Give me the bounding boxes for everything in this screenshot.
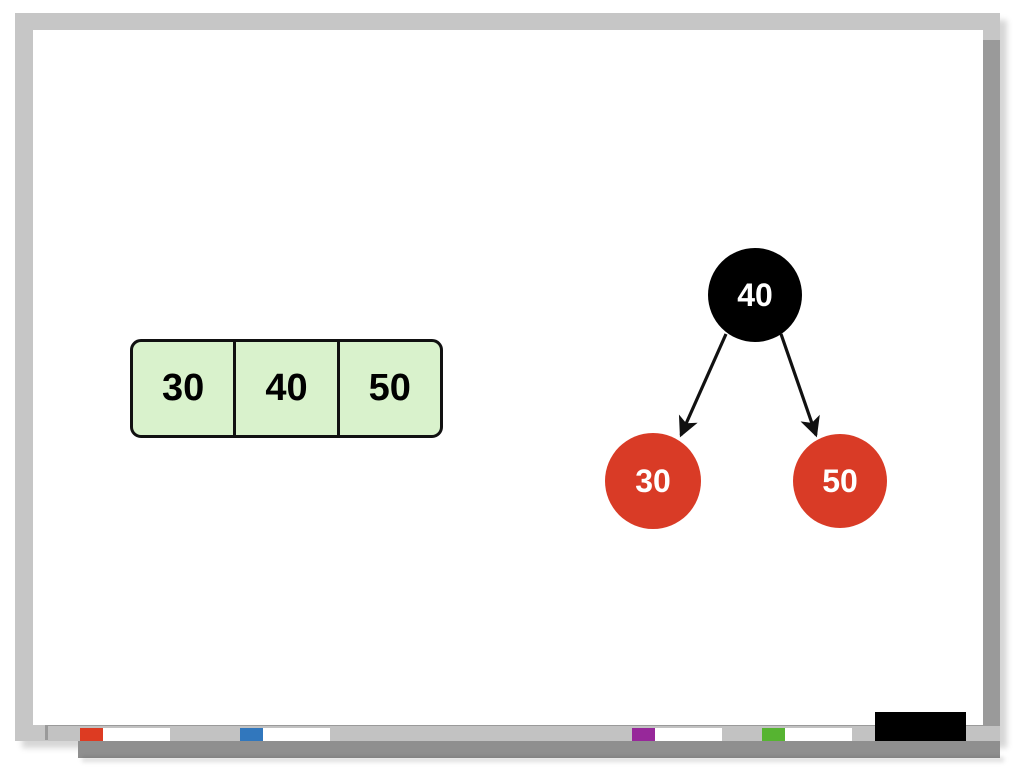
array-diagram[interactable]: 30 40 50 [130, 339, 443, 438]
marker-purple-cap [632, 728, 655, 743]
marker-tray-front [78, 741, 1000, 758]
tree-node-left-child[interactable]: 30 [605, 433, 701, 529]
array-cell-0[interactable]: 30 [133, 342, 237, 435]
tree-node-root[interactable]: 40 [708, 248, 802, 342]
tree-node-root-label: 40 [737, 276, 773, 313]
marker-blue-body [263, 728, 330, 743]
marker-tray-shadow [82, 757, 1004, 762]
marker-red-body [103, 728, 170, 743]
tree-edge-root-to-right [779, 333, 820, 438]
marker-green-body [785, 728, 852, 743]
tree-node-right-child-label: 50 [822, 462, 858, 499]
array-cell-1[interactable]: 40 [236, 342, 340, 435]
marker-tray-ledge [48, 726, 1000, 741]
marker-blue-cap [240, 728, 263, 743]
tree-edge-root-to-left [678, 333, 728, 438]
tree-node-left-child-label: 30 [635, 462, 671, 499]
tree-node-right-child[interactable]: 50 [793, 434, 887, 528]
marker-red-cap [80, 728, 103, 743]
marker-green-cap [762, 728, 785, 743]
array-cell-2[interactable]: 50 [368, 367, 411, 409]
marker-purple-body [655, 728, 722, 743]
whiteboard-surface[interactable]: 30 40 50 40 30 50 [33, 30, 983, 725]
tree-edges-layer [678, 333, 820, 438]
